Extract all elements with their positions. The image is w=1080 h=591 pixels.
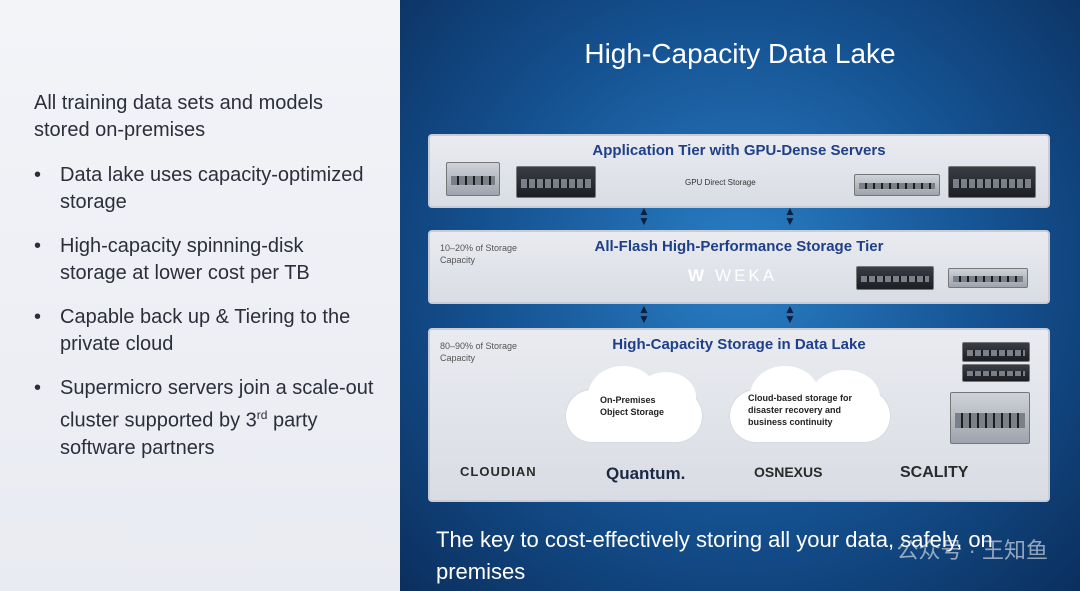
diagram-panel: High-Capacity Data Lake Application Tier… <box>400 0 1080 591</box>
flash-tier: All-Flash High-Performance Storage Tier … <box>428 230 1050 304</box>
weka-mark-icon: W <box>688 266 708 285</box>
left-text-panel: All training data sets and models stored… <box>0 0 400 591</box>
flash-tier-note: 10–20% of Storage Capacity <box>440 243 518 265</box>
flash-tier-title: All-Flash High-Performance Storage Tier <box>594 238 884 255</box>
gpu-server-image <box>516 166 596 198</box>
cloud-storage-icon <box>730 366 890 442</box>
gpu-server-image <box>948 166 1036 198</box>
watermark: 公众号 · 王知鱼 <box>896 538 1048 563</box>
bullet-list: •Data lake uses capacity-optimized stora… <box>34 162 374 479</box>
link-arrow-icon: ▲▼ <box>784 204 796 228</box>
diagram-title: High-Capacity Data Lake <box>584 38 896 69</box>
gpu-server-image <box>854 174 940 196</box>
flash-server-image <box>856 266 934 290</box>
link-arrow-icon: ▲▼ <box>784 302 796 326</box>
cloudian-logo: CLOUDIAN <box>460 464 537 479</box>
application-tier-title: Application Tier with GPU-Dense Servers <box>592 142 886 159</box>
bullet-item: •Data lake uses capacity-optimized stora… <box>34 164 364 213</box>
gpu-direct-storage-label: GPU Direct Storage <box>685 178 756 187</box>
storage-server-image <box>962 342 1030 362</box>
flash-server-image <box>948 268 1028 288</box>
link-arrow-icon: ▲▼ <box>638 204 650 228</box>
bullet-item: •Capable back up & Tiering to the privat… <box>34 306 351 355</box>
storage-server-image <box>950 392 1030 444</box>
application-tier: Application Tier with GPU-Dense Servers … <box>428 134 1050 208</box>
intro-text: All training data sets and models stored… <box>34 92 324 141</box>
on-premises-cloud-icon <box>566 366 702 442</box>
bullet-item: •High-capacity spinning-disk storage at … <box>34 235 310 284</box>
scality-logo: SCALITY <box>900 464 969 481</box>
quantum-logo: Quantum. <box>606 464 686 483</box>
footer-tagline: The key to cost-effectively storing all … <box>436 527 993 584</box>
data-lake-tier-note: 80–90% of Storage Capacity <box>440 341 518 363</box>
gpu-server-image <box>446 162 500 196</box>
link-arrow-icon: ▲▼ <box>638 302 650 326</box>
on-premises-cloud-label: On-Premises Object Storage <box>600 395 665 417</box>
data-lake-tier: High-Capacity Storage in Data Lake 80–90… <box>428 328 1050 502</box>
data-lake-tier-title: High-Capacity Storage in Data Lake <box>612 336 866 353</box>
cloud-storage-label: Cloud-based storage for disaster recover… <box>748 393 853 427</box>
storage-server-image <box>962 364 1030 382</box>
bullet-item: •Supermicro servers join a scale-out clu… <box>34 377 374 459</box>
osnexus-logo: OSNEXUS <box>754 464 823 480</box>
partner-logos: CLOUDIAN Quantum. OSNEXUS SCALITY <box>430 464 1048 488</box>
